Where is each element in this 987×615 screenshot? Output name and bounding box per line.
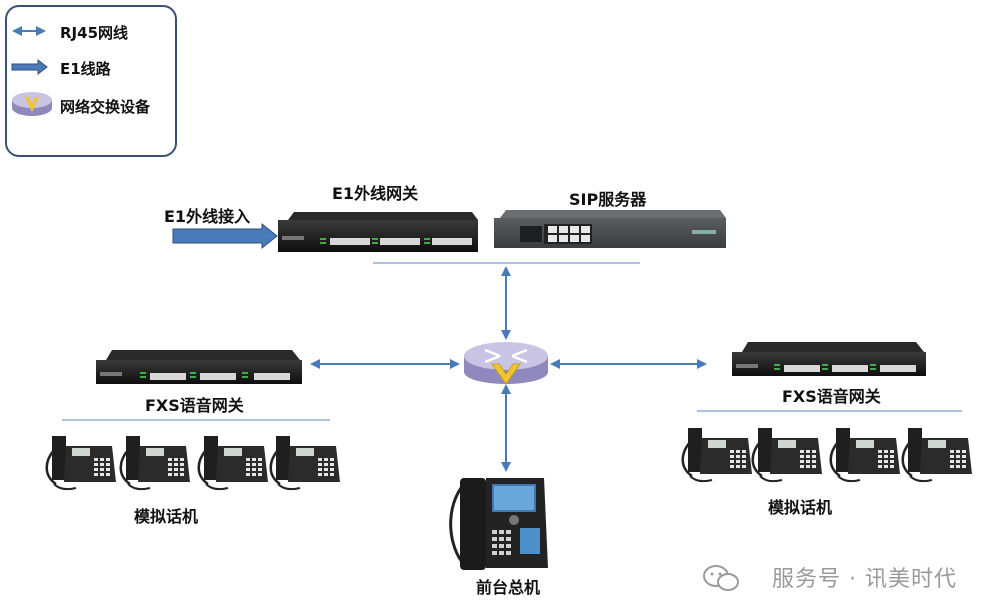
e1-gateway-label: E1外线网关 [332,184,419,203]
router-icon [12,92,52,116]
watermark-text: 服务号 · 讯美时代 [772,567,957,592]
analog-phone-icon [269,434,342,491]
phones-right-label: 模拟话机 [768,498,833,517]
analog-phone-icon [751,426,824,483]
e1-inbound-label: E1外线接入 [164,207,251,226]
network-switch-icon [464,342,548,385]
fxs-right-label: FXS语音网关 [782,387,881,406]
analog-phone-icon [901,426,974,483]
fxs-gateway-left-device [96,350,302,384]
analog-phone-icon [829,426,902,483]
fxs-gateway-right-device [732,342,926,376]
front-desk-label: 前台总机 [476,578,541,597]
analog-phone-icon [119,434,192,491]
e1-gateway-device [278,212,478,252]
legend-e1-label: E1线路 [60,60,111,78]
ip-phone-icon [449,478,548,570]
legend-switch-label: 网络交换设备 [60,98,151,116]
block-arrow-icon [11,58,48,76]
wechat-icon [703,565,739,591]
e1-inbound-arrow [172,222,278,250]
analog-phone-icon [197,434,270,491]
sip-server-label: SIP服务器 [569,190,647,209]
fxs-left-label: FXS语音网关 [145,396,244,415]
legend-rj45-label: RJ45网线 [60,24,129,42]
sip-server-device [494,210,726,248]
analog-phone-icon [45,434,118,491]
analog-phone-icon [681,426,754,483]
phones-left-label: 模拟话机 [134,507,199,526]
